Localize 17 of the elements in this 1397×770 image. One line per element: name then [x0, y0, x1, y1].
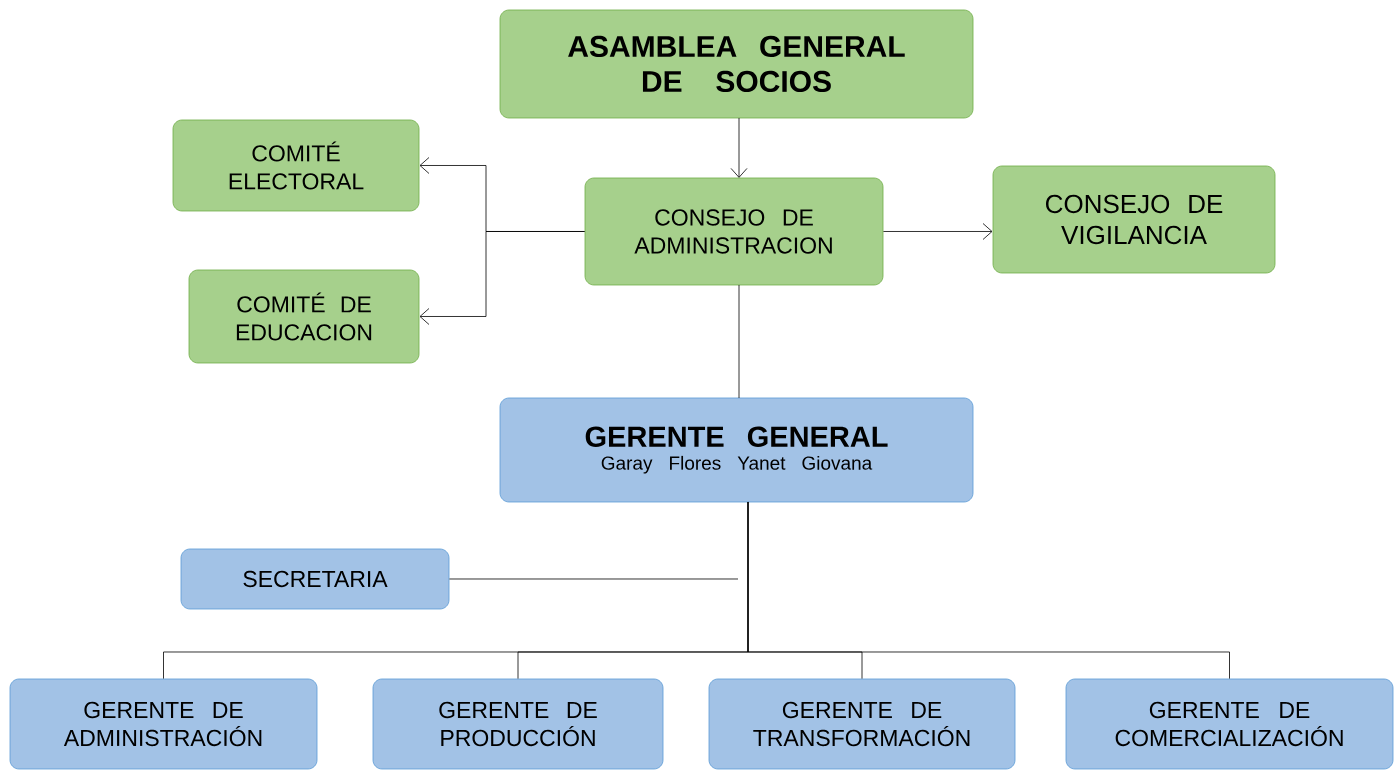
- connector: [449, 578, 739, 580]
- org-box: GERENTE DE ADMINISTRACIÓN: [9, 678, 318, 770]
- org-box: GERENTE DE COMERCIALIZACIÓN: [1065, 678, 1394, 770]
- org-box: CONSEJO DE ADMINISTRACION: [584, 177, 884, 286]
- org-box: GERENTE DE PRODUCCIÓN: [372, 678, 664, 770]
- org-box: GERENTE DE TRANSFORMACIÓN: [708, 678, 1016, 770]
- connector: [883, 223, 993, 240]
- connector: [738, 284, 740, 399]
- org-box: COMITÉ DE EDUCACION: [188, 269, 420, 364]
- org-box: SECRETARIA: [180, 548, 450, 610]
- org-box: CONSEJO DE VIGILANCIA: [992, 165, 1276, 274]
- org-box: COMITÉ ELECTORAL: [172, 119, 420, 212]
- connector: [747, 501, 1230, 679]
- connector: [730, 117, 748, 178]
- assembly-box: ASAMBLEA GENERAL DE SOCIOS: [499, 9, 974, 119]
- connector: [419, 231, 585, 325]
- manager-box: GERENTE GENERAL Garay Flores Yanet Giovana: [499, 397, 974, 503]
